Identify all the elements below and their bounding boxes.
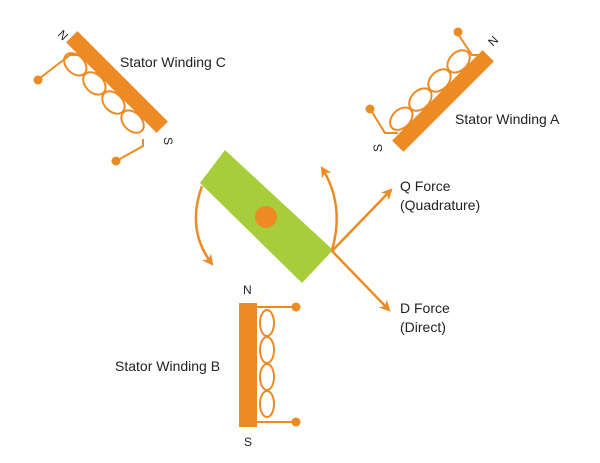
stator-a-core — [392, 50, 494, 152]
terminal-dot — [291, 417, 301, 427]
terminal-dot — [111, 156, 121, 166]
stator-a-north-label: N — [485, 33, 501, 49]
d-force-label: D Force — [400, 300, 450, 316]
stator-c-leads — [39, 54, 144, 161]
rotation-arrow-right — [320, 166, 338, 251]
rotor — [200, 150, 333, 283]
rotor-axis — [255, 206, 277, 228]
q-force-sublabel: (Quadrature) — [400, 197, 480, 213]
stator-c-south-label: S — [161, 137, 175, 145]
terminal-dot — [33, 75, 43, 85]
stator-b-label: Stator Winding B — [115, 358, 220, 374]
stator-a-coil — [389, 49, 471, 131]
stator-b-core — [239, 303, 257, 427]
stator-c-coil — [63, 52, 145, 134]
terminal-dot — [291, 302, 301, 312]
stator-b-leads — [257, 306, 295, 423]
stator-b-coil — [259, 309, 275, 418]
d-force-sublabel: (Direct) — [400, 319, 446, 335]
stator-a-leads — [371, 33, 481, 134]
stator-winding-c: N S Stator Winding C — [33, 27, 226, 166]
stator-b-north-label: N — [243, 283, 252, 297]
stator-a-label: Stator Winding A — [455, 111, 560, 127]
terminal-dot — [365, 104, 375, 114]
stator-b-south-label: S — [244, 435, 252, 449]
stator-a-south-label: S — [371, 144, 385, 152]
terminal-dot — [453, 27, 463, 37]
q-force-arrow — [331, 188, 393, 252]
rotation-arrow-left — [194, 185, 214, 266]
stator-c-core — [66, 31, 168, 133]
q-force-label: Q Force — [400, 178, 451, 194]
stator-winding-b: N S Stator Winding B — [115, 283, 301, 449]
stator-c-label: Stator Winding C — [120, 54, 226, 70]
d-force-arrow — [331, 250, 391, 312]
stator-winding-a: N S Stator Winding A — [365, 27, 560, 152]
